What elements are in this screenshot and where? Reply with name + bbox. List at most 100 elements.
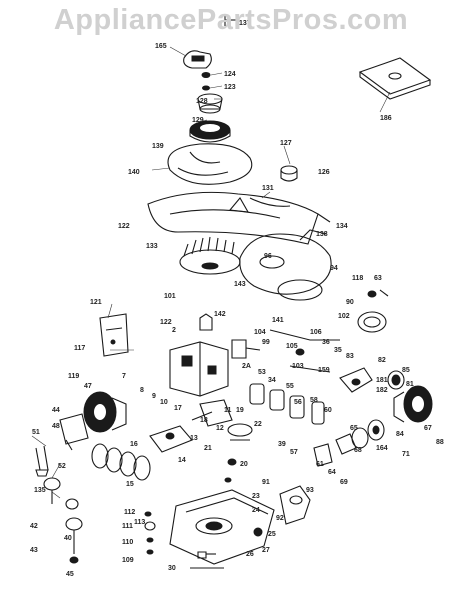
label-129: 129 [192,117,204,124]
label-127: 127 [280,140,292,147]
label-7: 7 [122,373,126,380]
piston-rings-part [91,443,151,481]
label-56: 56 [294,399,302,406]
label-27: 27 [262,547,270,554]
carburetor-part [169,313,261,397]
label-23: 23 [252,493,260,500]
label-55: 55 [286,383,294,390]
label-133: 133 [146,243,158,250]
label-110: 110 [122,539,133,546]
label-128: 128 [196,98,208,105]
label-119: 119 [68,373,79,380]
label-15: 15 [126,481,134,488]
label-124: 124 [224,71,236,78]
label-68: 68 [354,447,362,454]
label-52: 52 [58,463,66,470]
label-45: 45 [66,571,74,578]
label-42: 42 [30,523,38,530]
label-109: 109 [122,557,134,564]
label-85: 85 [402,367,410,374]
bolt-left-part [43,477,61,504]
starter-drum-part [393,385,433,423]
label-92: 92 [276,515,284,522]
label-36: 36 [322,339,330,346]
crankcase-part [239,229,332,301]
label-99: 99 [262,339,270,346]
label-14: 14 [178,457,186,464]
label-69: 69 [340,479,348,486]
label-93: 93 [306,487,314,494]
label-34: 34 [268,377,276,384]
muffler-ring-part [357,311,387,333]
label-186: 186 [380,115,392,122]
label-2A: 2A [242,363,251,370]
label-143: 143 [234,281,246,288]
leader-lines [31,46,391,499]
part-labels: 137 165 124 123 128 129 186 127 139 140 … [30,20,444,578]
drain-plug-part [253,527,263,537]
label-22: 22 [254,421,262,428]
label-43: 43 [30,547,38,554]
governor-part [65,498,83,564]
label-17: 17 [174,405,182,412]
label-9: 9 [152,393,156,400]
label-19: 19 [236,407,244,414]
clip-part [367,289,389,298]
label-57: 57 [290,449,298,456]
bracket-part [99,313,129,357]
label-20: 20 [240,461,248,468]
label-102: 102 [338,313,350,320]
label-35: 35 [334,347,342,354]
label-137: 137 [239,20,251,27]
knob-part [280,165,298,182]
label-30: 30 [168,565,176,572]
label-71: 71 [402,451,410,458]
label-140: 140 [128,169,140,176]
label-101: 101 [164,293,176,300]
label-40: 40 [64,535,72,542]
label-65: 65 [350,425,358,432]
label-142: 142 [214,311,226,318]
pulley-part [387,370,405,390]
label-112: 112 [124,509,135,516]
label-8: 8 [140,387,144,394]
label-122: 122 [118,223,130,230]
label-16: 16 [130,441,138,448]
label-111: 111 [122,523,133,530]
throttle-bracket-part [339,367,373,393]
label-60: 60 [324,407,332,414]
label-164: 164 [376,445,388,452]
label-91: 91 [262,479,270,486]
label-139: 139 [152,143,164,150]
label-123: 123 [224,84,236,91]
label-113: 113 [134,519,145,526]
label-105: 105 [286,343,298,350]
label-12: 12 [216,425,224,432]
label-48: 48 [52,423,60,430]
label-138: 138 [316,231,328,238]
connecting-rod-part [149,411,213,453]
label-135: 135 [34,487,46,494]
label-47: 47 [84,383,92,390]
shroud-part [147,191,331,245]
label-64: 64 [328,469,336,476]
label-118: 118 [352,275,363,282]
label-104: 104 [254,329,266,336]
piston-part [313,433,357,467]
label-51: 51 [32,429,40,436]
gasket-part [249,383,325,425]
label-18: 18 [200,417,208,424]
washer-part [201,72,211,91]
label-24: 24 [252,507,260,514]
small-bolts-part [144,511,156,555]
label-117: 117 [74,345,85,352]
linkage-part [269,329,340,373]
label-134: 134 [336,223,348,230]
crankshaft-part [199,399,253,441]
label-90: 90 [346,299,354,306]
cover-plate-part [358,57,432,100]
label-39: 39 [278,441,286,448]
watermark-logo: AppliancePartsPros.com [53,4,409,36]
label-182: 182 [376,387,388,394]
